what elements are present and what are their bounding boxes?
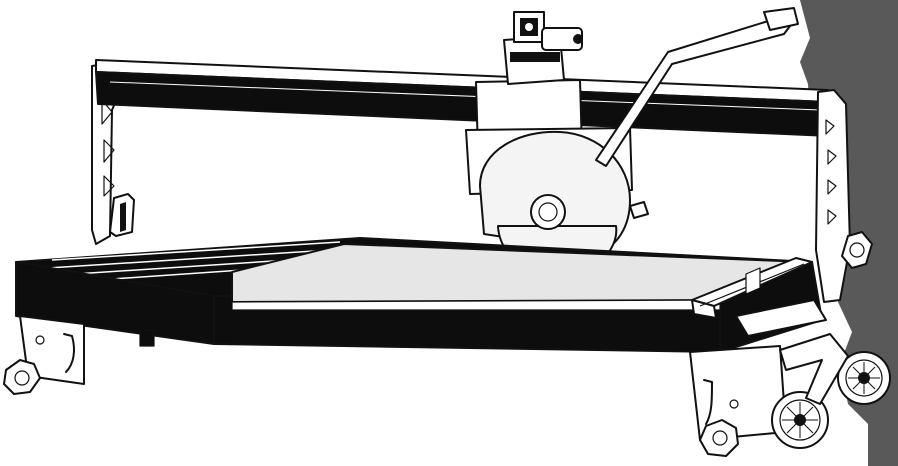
wheel-bracket bbox=[779, 333, 849, 405]
frame-cutout-2 bbox=[103, 139, 115, 163]
fence-guide bbox=[691, 257, 813, 319]
drain-plug bbox=[139, 329, 155, 347]
guard-knob bbox=[629, 201, 649, 219]
right-leg bbox=[689, 345, 787, 457]
right-leg-knob bbox=[699, 419, 739, 457]
wheel-rear bbox=[837, 351, 891, 405]
frame-cutout-3 bbox=[103, 175, 115, 197]
saw-head bbox=[465, 7, 799, 278]
panel-window bbox=[786, 150, 810, 236]
left-frame bbox=[91, 61, 135, 245]
side-adjust-knob bbox=[841, 231, 873, 269]
saw-handle bbox=[595, 7, 799, 167]
top-rail bbox=[95, 59, 831, 137]
handle-grip bbox=[763, 7, 799, 31]
saw-base bbox=[15, 235, 827, 353]
left-leg bbox=[3, 315, 85, 395]
left-leg-knob bbox=[3, 359, 41, 395]
right-frame bbox=[815, 89, 873, 303]
motor-top bbox=[503, 11, 583, 85]
wheel-front bbox=[771, 391, 829, 449]
frame-cutout-1 bbox=[101, 99, 113, 125]
